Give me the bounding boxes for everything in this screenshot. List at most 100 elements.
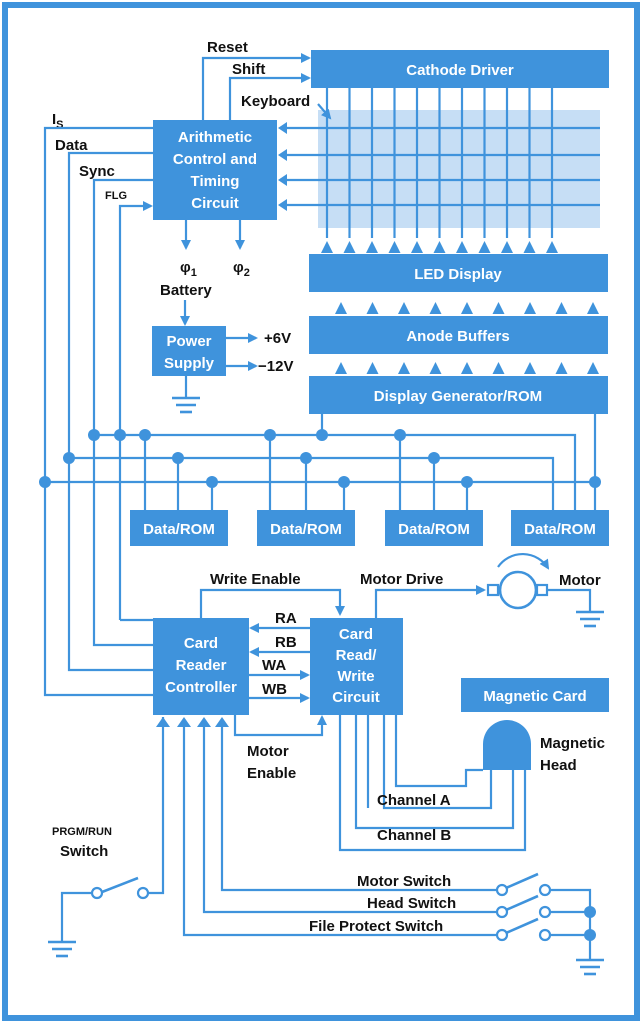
prgm-run-label: PRGM/RUN	[52, 826, 112, 838]
anode-buffers-block: Anode Buffers	[309, 316, 608, 354]
keyboard-row-arrow-4	[278, 199, 287, 211]
anode-arrow-6	[492, 302, 505, 314]
segment-arrow-2	[366, 362, 379, 374]
svg-text:Data/ROM: Data/ROM	[143, 521, 215, 538]
sync-label: Sync	[79, 163, 115, 180]
svg-text:Reader: Reader	[176, 657, 227, 674]
controller-input-arrows	[156, 717, 229, 727]
segment-arrow-6	[492, 362, 505, 374]
right-switches: Motor Switch Head Switch File Protect Sw…	[182, 727, 604, 976]
segment-arrow-8	[555, 362, 568, 374]
svg-text:Data/ROM: Data/ROM	[398, 521, 470, 538]
keyboard-row-arrow-3	[278, 174, 287, 186]
card-read-write-block: Card Read/ Write Circuit	[310, 618, 403, 715]
display-generator-label: Display Generator/ROM	[374, 388, 542, 405]
segment-arrow-7	[524, 362, 536, 374]
wb-label: WB	[262, 681, 287, 698]
bus-labels: IS Data Sync FLG	[52, 111, 127, 202]
keyboard-pointer	[317, 103, 332, 120]
reset-shift-wires: Reset Shift	[201, 39, 311, 120]
keyboard-row-arrow-2	[278, 149, 287, 161]
plus6v-label: +6V	[264, 330, 291, 347]
magnetic-head-label-2: Head	[540, 757, 577, 774]
svg-text:Read/: Read/	[336, 647, 378, 664]
anode-arrow-1	[335, 302, 347, 314]
keyboard-row-arrow-1	[278, 122, 287, 134]
cathode-arrow-4	[388, 241, 401, 253]
svg-text:Write: Write	[337, 668, 374, 685]
channel-a-label: Channel A	[377, 792, 451, 809]
cathode-arrow-9	[501, 241, 513, 253]
cathode-arrow-8	[478, 241, 491, 253]
cathode-arrow-3	[366, 241, 378, 253]
cathode-arrow-1	[321, 241, 333, 253]
is-label: IS	[52, 111, 64, 131]
switch-label: Switch	[60, 843, 108, 860]
wa-label: WA	[262, 657, 286, 674]
motor-section: Motor Drive Motor	[360, 553, 604, 628]
clock-outputs: φ1 φ2 Battery	[160, 220, 250, 326]
display-generator-block: Display Generator/ROM	[309, 376, 608, 414]
cathode-arrow-6	[433, 241, 446, 253]
prgm-run-switch: PRGM/RUN Switch	[48, 717, 165, 958]
cathode-arrow-5	[411, 241, 423, 253]
motor-icon	[498, 570, 538, 610]
cathode-to-led-arrows	[321, 241, 558, 253]
arithmetic-control-block: Arithmetic Control and Timing Circuit	[153, 120, 277, 220]
segment-arrow-9	[587, 362, 599, 374]
flg-label: FLG	[105, 190, 127, 202]
keyboard-label: Keyboard	[241, 93, 310, 110]
file-protect-switch-label: File Protect Switch	[309, 918, 443, 935]
motor-drive-label: Motor Drive	[360, 571, 443, 588]
phi1-label: φ1	[180, 259, 197, 279]
rb-label: RB	[275, 634, 297, 651]
segment-arrow-3	[398, 362, 410, 374]
power-line-2: Supply	[164, 355, 215, 372]
power-line-1: Power	[166, 333, 211, 350]
main-bus	[39, 414, 601, 510]
anode-to-led-arrows	[335, 302, 599, 314]
controller-bus-wires	[43, 435, 153, 697]
data-rom-2: Data/ROM	[257, 510, 355, 546]
controller-rw-wires: Write Enable RA RB WA WB Motor Enable	[199, 571, 345, 782]
anode-buffers-label: Anode Buffers	[406, 328, 509, 345]
data-rom-1: Data/ROM	[130, 510, 228, 546]
arith-line-3: Timing	[191, 173, 240, 190]
motor-switch-label: Motor Switch	[357, 873, 451, 890]
svg-text:Card: Card	[339, 626, 373, 643]
svg-text:Data/ROM: Data/ROM	[524, 521, 596, 538]
anode-arrow-7	[524, 302, 536, 314]
magnetic-head: Magnetic Head	[483, 720, 605, 774]
cathode-arrow-11	[546, 241, 558, 253]
cathode-arrow-7	[456, 241, 468, 253]
arith-line-1: Arithmetic	[178, 129, 252, 146]
data-rom-3: Data/ROM	[385, 510, 483, 546]
rom-to-anode-arrows	[335, 362, 599, 374]
reset-label: Reset	[207, 39, 248, 56]
anode-arrow-4	[429, 302, 442, 314]
minus12v-label: −12V	[258, 358, 293, 375]
led-display-block: LED Display	[309, 254, 608, 292]
keyboard-matrix	[287, 88, 600, 238]
motor-label: Motor	[559, 572, 601, 589]
phi2-label: φ2	[233, 259, 250, 279]
magnetic-head-label-1: Magnetic	[540, 735, 605, 752]
segment-arrow-5	[461, 362, 473, 374]
svg-text:Circuit: Circuit	[332, 689, 380, 706]
anode-arrow-5	[461, 302, 473, 314]
keyboard-row-arrows	[278, 122, 287, 211]
channel-wires: Channel A Channel B	[338, 715, 527, 852]
motor-enable-label-2: Enable	[247, 765, 296, 782]
magnetic-card-block: Magnetic Card	[461, 678, 609, 712]
anode-arrow-2	[366, 302, 379, 314]
arith-bus-wires	[43, 126, 153, 620]
arith-line-4: Circuit	[191, 195, 239, 212]
shift-label: Shift	[232, 61, 265, 78]
segment-arrow-4	[429, 362, 442, 374]
data-label: Data	[55, 137, 88, 154]
led-display-label: LED Display	[414, 266, 502, 283]
anode-arrow-8	[555, 302, 568, 314]
